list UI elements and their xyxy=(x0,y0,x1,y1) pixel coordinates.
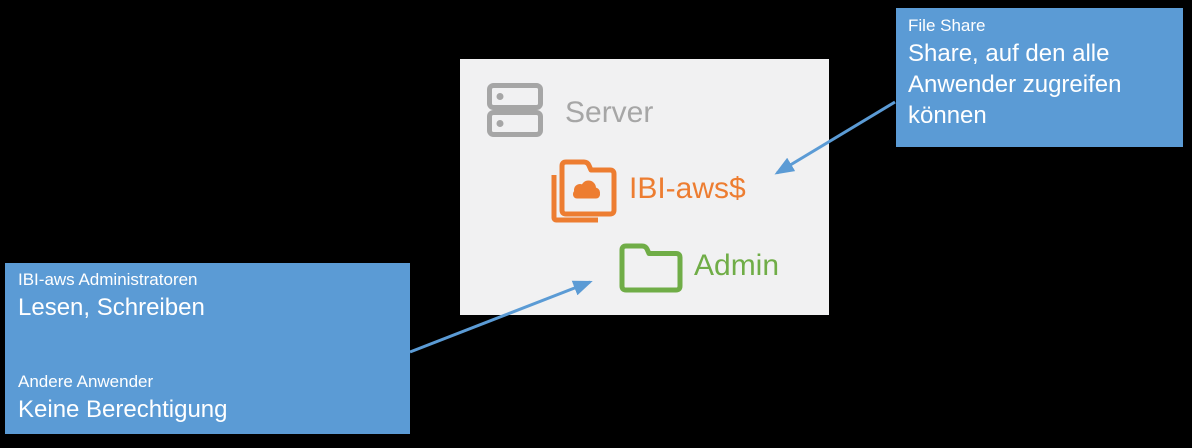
permissions-line-spacer xyxy=(18,323,400,368)
ibi-aws-share-label: IBI-aws$ xyxy=(629,172,746,205)
permissions-line-others: Andere Anwender xyxy=(18,372,154,391)
server-icon xyxy=(487,83,543,137)
permissions-line-admins-rights: Lesen, Schreiben xyxy=(18,294,205,321)
permissions-line-admins: IBI-aws Administratoren xyxy=(18,270,198,289)
file-share-title: File Share xyxy=(908,16,986,35)
admin-folder-label: Admin xyxy=(694,249,780,282)
server-label: Server xyxy=(565,96,654,129)
shared-folder-cloud-icon xyxy=(551,159,617,223)
permissions-line-others-rights: Keine Berechtigung xyxy=(18,396,228,423)
callout-permissions: IBI-aws Administratoren Lesen, Schreiben… xyxy=(5,263,410,434)
server-panel xyxy=(460,59,829,315)
file-share-body: Share, auf den alle Anwender zugreifen k… xyxy=(908,40,1122,129)
callout-file-share: File Share Share, auf den alle Anwender … xyxy=(896,8,1183,147)
folder-icon xyxy=(619,243,683,293)
